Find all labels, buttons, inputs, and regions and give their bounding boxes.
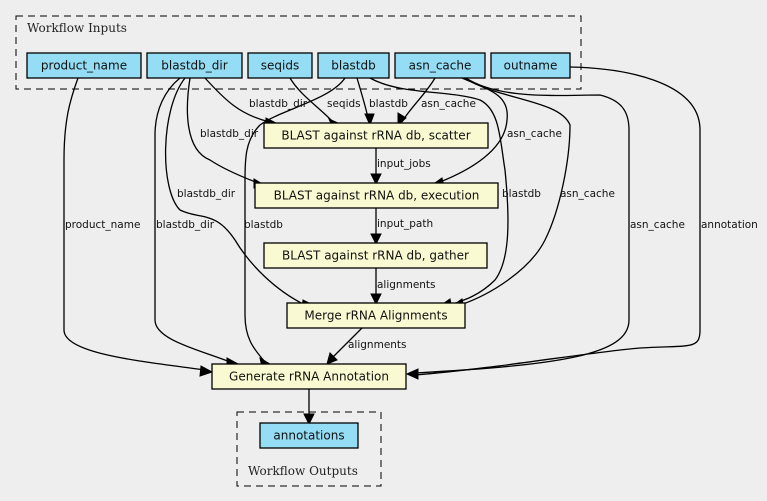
arrowhead [199, 365, 214, 377]
input-node-blastdb-dir[interactable]: blastdb_dir [146, 52, 243, 79]
edge-label: input_path [377, 218, 433, 230]
step-node-blast-execution[interactable]: BLAST against rRNA db, execution [254, 182, 499, 209]
arrowhead [370, 173, 382, 186]
edge-product-name-generate [63, 77, 206, 371]
edge-label: annotation [701, 219, 758, 231]
node-label: Generate rRNA Annotation [229, 370, 389, 384]
node-label: annotations [273, 429, 344, 443]
edge-blastdb-dir-merge [164, 77, 306, 306]
node-label: asn_cache [409, 59, 472, 73]
edge-label: blastdb_dir [200, 128, 259, 140]
node-label: BLAST against rRNA db, scatter [281, 129, 470, 143]
edge-label: alignments [377, 279, 436, 291]
step-node-blast-gather[interactable]: BLAST against rRNA db, gather [263, 242, 488, 269]
edge-label: blastdb [502, 188, 541, 200]
edge-asn-cache-merge [459, 77, 571, 306]
edge-label: asn_cache [421, 98, 476, 110]
node-label: Merge rRNA Alignments [304, 309, 447, 323]
edge-label: blastdb_dir [249, 98, 308, 110]
arrowhead [364, 113, 375, 127]
arrowhead [370, 293, 382, 306]
edge-blastdb-merge [369, 77, 509, 306]
edge-outname-generate [414, 66, 701, 376]
edge-blastdb-dir-scatter [204, 77, 271, 123]
arrowhead [397, 112, 407, 127]
node-label: BLAST against rRNA db, gather [282, 249, 469, 263]
input-node-blastdb[interactable]: blastdb [317, 52, 390, 79]
edge-blastdb-dir-generate [154, 77, 231, 363]
step-node-blast-scatter[interactable]: BLAST against rRNA db, scatter [263, 122, 489, 149]
node-label: BLAST against rRNA db, execution [274, 189, 480, 203]
input-nodes: product_name blastdb_dir seqids blastdb … [26, 52, 571, 79]
edge-label: blastdb_dir [177, 188, 236, 200]
edge-labels: blastdb_dir seqids blastdb asn_cache bla… [65, 98, 758, 351]
edge-label: blastdb [244, 219, 283, 231]
input-node-seqids[interactable]: seqids [247, 52, 313, 79]
arrowhead [303, 413, 315, 426]
step-nodes: BLAST against rRNA db, scatter BLAST aga… [211, 122, 499, 390]
node-label: outname [504, 59, 558, 73]
node-label: blastdb [331, 59, 376, 73]
node-label: blastdb_dir [161, 59, 227, 73]
input-node-product-name[interactable]: product_name [26, 52, 142, 79]
edge-label: product_name [65, 219, 140, 231]
output-node-annotations[interactable]: annotations [259, 422, 359, 449]
edge-label: asn_cache [630, 219, 685, 231]
input-node-outname[interactable]: outname [490, 52, 571, 79]
output-nodes: annotations [259, 422, 359, 449]
edge-asn-cache-generate [414, 77, 630, 374]
inputs-cluster-border [15, 15, 582, 90]
inputs-cluster-label: Workflow Inputs [27, 21, 127, 35]
edge-label: alignments [348, 339, 407, 351]
node-label: product_name [41, 59, 127, 73]
edge-label: blastdb_dir [156, 219, 215, 231]
arrowhead [405, 368, 419, 380]
edge-label: seqids [327, 98, 361, 110]
edge-label: asn_cache [507, 128, 562, 140]
workflow-inputs-cluster: Workflow Inputs [15, 15, 582, 90]
step-node-merge-alignments[interactable]: Merge rRNA Alignments [286, 302, 466, 329]
arrowhead [370, 233, 382, 246]
edge-label: asn_cache [560, 188, 615, 200]
outputs-cluster-label: Workflow Outputs [248, 464, 358, 478]
input-node-asn-cache[interactable]: asn_cache [394, 52, 486, 79]
step-node-generate-annotation[interactable]: Generate rRNA Annotation [211, 363, 407, 390]
node-label: seqids [261, 59, 299, 73]
arrowhead [326, 352, 338, 365]
edge-blastdb-dir-execution [186, 77, 259, 184]
edge-blastdb-generate [244, 77, 346, 363]
edge-label: input_jobs [377, 158, 431, 170]
edge-label: blastdb [369, 98, 408, 110]
